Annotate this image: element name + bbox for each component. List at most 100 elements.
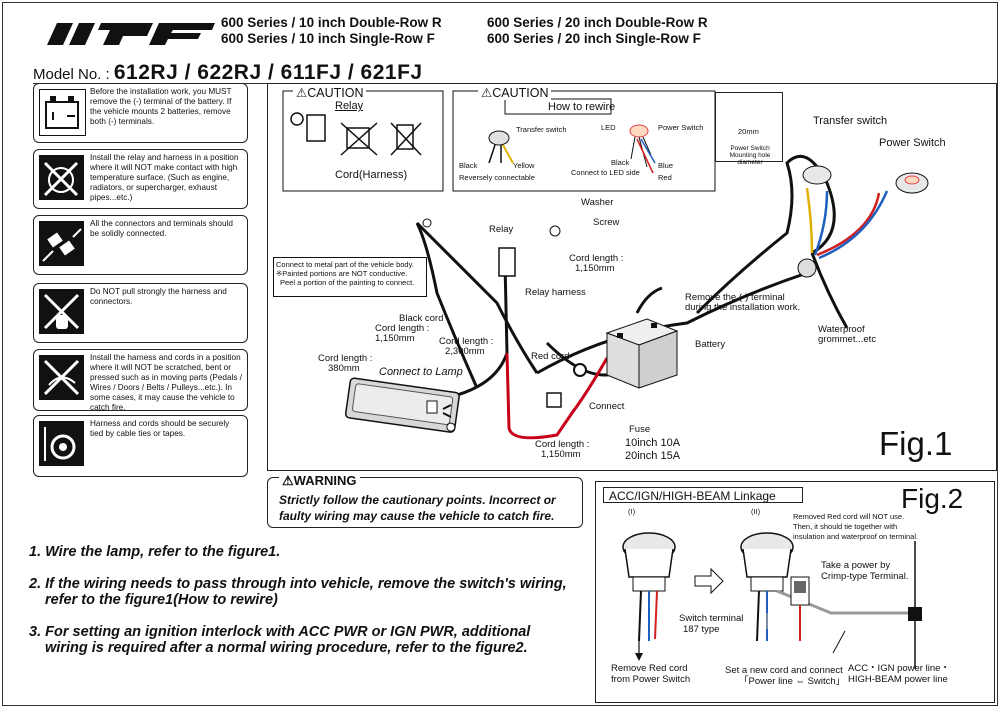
figure-2-title: ACC/IGN/HIGH-BEAM Linkage <box>603 487 803 503</box>
label-battery: Battery <box>695 339 726 350</box>
label-cord-length-a: Cord length : <box>569 253 624 264</box>
caution-2-led: LED <box>601 123 616 132</box>
no-pull-icon <box>39 289 84 334</box>
caution-2-red: Red <box>658 173 672 182</box>
figure-1-label: Fig.1 <box>879 425 953 462</box>
caution-text-moving: Install the harness and cords in a posit… <box>90 353 242 412</box>
metal-note-1: Connect to metal part of the vehicle bod… <box>276 260 414 269</box>
warning-title: ⚠WARNING <box>279 473 360 489</box>
fig2-remove-red-2: from Power Switch <box>611 674 691 685</box>
step-2: 2. If the wiring needs to pass through i… <box>29 576 567 592</box>
label-connect: Connect <box>589 401 625 412</box>
model-label: Model No. : <box>33 66 110 83</box>
caution-2-blue: Blue <box>658 161 674 170</box>
fig2-power-line-1: ACC・IGN power line・ <box>848 663 950 674</box>
battery-terminal-icon <box>39 89 86 136</box>
caution-panel-pull: Do NOT pull strongly the harness and con… <box>33 283 248 343</box>
label-remove-terminal-1: Remove the (-) terminal <box>685 292 785 303</box>
ipf-logo <box>47 23 215 45</box>
metal-note-box: Connect to metal part of the vehicle bod… <box>273 257 427 297</box>
fig2-new-cord-1: Set a new cord and connect <box>725 665 843 676</box>
hole-caption: Power Switch Mounting hole diameter <box>729 145 771 166</box>
label-len-c: 1,150mm <box>541 449 581 460</box>
metal-note-2: ※Painted portions are NOT conductive. <box>276 269 408 278</box>
connector-icon <box>39 221 84 266</box>
caution-2-power-switch: Power Switch <box>658 123 704 132</box>
step-3: 3. For setting an ignition interlock wit… <box>29 624 531 640</box>
label-red-cord: Red cord <box>531 351 570 362</box>
caution-panel-moving: Install the harness and cords in a posit… <box>33 349 248 412</box>
step-1: 1. Wire the lamp, refer to the figure1. <box>29 544 281 560</box>
caution-panel-heat: Install the relay and harness in a posit… <box>33 149 248 209</box>
mounting-hole-box <box>715 92 783 162</box>
model-numbers: 612RJ / 622RJ / 611FJ / 621FJ <box>113 61 423 84</box>
caution-text-pull: Do NOT pull strongly the harness and con… <box>90 287 227 306</box>
series-line-3: 600 Series / 20 inch Double-Row R <box>487 15 708 30</box>
caution-text-connector: All the connectors and terminals should … <box>90 219 233 238</box>
label-cord-length-b: Cord length : <box>375 323 430 334</box>
step-3-cont: wiring is required after a normal wiring… <box>45 640 528 656</box>
label-waterproof-2: grommet...etc <box>818 334 877 345</box>
label-relay: Relay <box>489 224 514 235</box>
label-fuse-20: 20inch 15A <box>625 450 681 462</box>
label-len-2300: 2,300mm <box>445 346 485 357</box>
step-2-cont: refer to the figure1(How to rewire) <box>45 592 278 608</box>
fig2-removed-note-1: Removed Red cord will NOT use. <box>793 512 905 521</box>
fig2-power-line-2: HIGH-BEAM power line <box>848 674 948 685</box>
caution-2-transfer-switch: Transfer switch <box>516 125 567 134</box>
engine-heat-icon <box>39 155 84 200</box>
series-line-2: 600 Series / 10 inch Single-Row F <box>221 31 435 46</box>
label-connect-to-lamp: Connect to Lamp <box>379 366 463 378</box>
label-transfer-switch: Transfer switch <box>813 115 888 127</box>
fig2-switch-terminal-2: 187 type <box>683 624 720 635</box>
caution-1-relay: Relay <box>335 100 364 112</box>
label-len-380: 380mm <box>328 363 360 374</box>
caution-2-black: Black <box>459 161 478 170</box>
caution-text-heat: Install the relay and harness in a posit… <box>90 153 239 202</box>
fig2-take-power-1: Take a power by <box>821 560 891 571</box>
cable-tie-icon <box>39 421 84 466</box>
caution-panel-battery: Before the installation work, you MUST r… <box>33 83 248 143</box>
label-cord-length-c: Cord length : <box>535 439 590 450</box>
figure-2 <box>595 481 995 703</box>
caution-panel-connector: All the connectors and terminals should … <box>33 215 248 275</box>
label-screw: Screw <box>593 217 620 228</box>
caution-1-title: ⚠CAUTION <box>293 85 367 100</box>
label-cord-length-2300: Cord length : <box>439 336 494 347</box>
series-line-4: 600 Series / 20 inch Single-Row F <box>487 31 701 46</box>
caution-2-yellow: Yellow <box>513 161 535 170</box>
figure-2-diagram <box>622 532 922 669</box>
figure-1 <box>267 83 997 471</box>
warning-text: Strictly follow the cautionary points. I… <box>279 493 556 523</box>
fig2-removed-note-3: insulation and waterproof on terminal. <box>793 532 919 541</box>
figure-1-wiring-diagram <box>282 90 929 440</box>
caution-text-battery: Before the installation work, you MUST r… <box>90 87 232 126</box>
label-relay-harness: Relay harness <box>525 287 586 298</box>
label-power-switch: Power Switch <box>879 137 946 149</box>
fig2-step-ii: (II) <box>751 507 761 516</box>
fig2-switch-terminal-1: Switch terminal <box>679 613 744 624</box>
model-number: Model No. : 612RJ / 622RJ / 611FJ / 621F… <box>33 61 423 85</box>
metal-note-3: Peel a portion of the painting to connec… <box>280 278 415 287</box>
caution-1-cord: Cord(Harness) <box>335 169 408 181</box>
label-fuse: Fuse <box>629 424 651 435</box>
hole-size: 20mm <box>738 127 759 136</box>
fig2-removed-note-2: Then, it should tie together with <box>793 522 898 531</box>
label-waterproof-1: Waterproof <box>818 324 865 335</box>
label-len-b: 1,150mm <box>375 333 415 344</box>
caution-panel-tie: Harness and cords should be securely tie… <box>33 415 248 477</box>
label-washer: Washer <box>581 197 614 208</box>
caution-2-black2: Black <box>611 158 630 167</box>
label-len-a: 1,150mm <box>575 263 615 274</box>
warning-box <box>267 477 583 528</box>
label-fuse-10: 10inch 10A <box>625 437 681 449</box>
label-remove-terminal-2: during the installation work. <box>685 302 801 313</box>
caution-2-led-side: Connect to LED side <box>571 168 640 177</box>
series-line-1: 600 Series / 10 inch Double-Row R <box>221 15 442 30</box>
how-to-rewire: How to rewire <box>548 101 616 113</box>
fig2-new-cord-2: 「Power line ⇔ Switch」 <box>739 676 846 687</box>
label-cord-length-380: Cord length : <box>318 353 373 364</box>
caution-text-tie: Harness and cords should be securely tie… <box>90 419 230 438</box>
moving-parts-icon <box>39 355 84 400</box>
